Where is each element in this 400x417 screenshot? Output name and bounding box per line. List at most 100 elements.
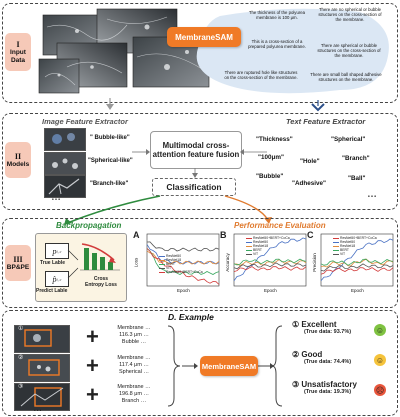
legend-swatch	[159, 263, 165, 265]
example-num-2: ②	[18, 355, 24, 361]
example-ellipsis: • • •	[34, 408, 42, 413]
legend-entry: BERT	[159, 262, 203, 266]
legend-entry: ResNet18	[246, 244, 290, 248]
legend-swatch	[159, 255, 165, 257]
text-ellipsis: • • •	[368, 194, 377, 200]
legend-label: BERT	[166, 262, 175, 267]
result-true-data: (True data: 93.7%)	[304, 329, 352, 335]
result-rank: ③ Unsatisfactory	[292, 380, 357, 389]
label-spherical-like: "Spherical-like"	[88, 158, 133, 164]
spherical-thumbnail	[44, 152, 86, 175]
series-line	[146, 248, 220, 285]
example-text-2: Membrane …117.4 μm …Spherical …	[117, 355, 151, 376]
legend-entry: ResNet50	[333, 240, 377, 244]
kw-thickness: "Thickness"	[256, 136, 293, 143]
legend-label: ResNet50	[253, 240, 269, 245]
result-rank: ② Good	[292, 350, 323, 359]
example-panel	[2, 310, 398, 416]
backpropagation-title: Backpropagation	[56, 221, 122, 230]
legend-swatch	[333, 241, 339, 243]
legend-entry: BERT	[246, 248, 290, 252]
kw-100um: "100μm"	[258, 154, 284, 161]
bubble-thumbnail	[44, 128, 86, 151]
legend-swatch	[159, 259, 165, 261]
legend-swatch	[246, 253, 252, 255]
example-image-2	[14, 354, 70, 382]
legend-entry: ViT	[333, 252, 377, 256]
legend-entry: ResNet50	[246, 240, 290, 244]
section-input-label: I Input Data	[5, 33, 31, 71]
section-models-label: II Models	[5, 142, 31, 178]
performance-title: Performance Evaluation	[234, 221, 326, 230]
legend-swatch	[159, 271, 165, 273]
series-line	[320, 258, 394, 268]
fusion-box: Multimodal cross-attention feature fusio…	[150, 131, 242, 169]
desc-cross-section: This is a cross-section of a prepared po…	[248, 39, 306, 49]
kw-hole: "Hole"	[300, 158, 320, 165]
legend-swatch	[246, 245, 252, 247]
legend-entry: BERT	[333, 248, 377, 252]
label-bubble-like: " Bubble-like"	[90, 135, 130, 141]
series-line	[320, 263, 394, 272]
example-text-3: Membrane …196.8 μm …Branch …	[117, 384, 151, 405]
example-num-1: ①	[18, 326, 24, 332]
sad-face-icon: ☹	[374, 384, 386, 396]
smiley-face-icon: ☺	[374, 324, 386, 336]
example-image-3	[14, 383, 70, 411]
desc-spherical: There are spherical or bubble structures…	[317, 43, 381, 58]
classification-box: Classification	[152, 178, 236, 196]
cross-entropy-label: Cross Entropy Loss	[85, 276, 117, 288]
chart-xlabel: Epoch	[177, 288, 190, 293]
chart-xlabel: Epoch	[351, 288, 364, 293]
example-image-1	[14, 325, 70, 353]
result-true-data: (True data: 19.3%)	[304, 389, 352, 395]
legend-swatch	[333, 245, 339, 247]
image-extractor-title: Image Feature Extractor	[42, 117, 128, 126]
pred-label-box: p̂i, c	[45, 271, 69, 287]
legend-label: BERT	[340, 248, 349, 253]
legend-label: ResNet50+BERT+CoCa	[253, 236, 290, 240]
plus-1: +	[86, 324, 99, 349]
flow-arrows-1	[106, 98, 325, 112]
legend-label: BERT	[253, 248, 262, 253]
true-label-text: True Lable	[40, 260, 66, 266]
chart-ylabel: Precision	[311, 253, 317, 272]
example-flow	[167, 325, 283, 407]
chart-letter: A	[133, 230, 140, 240]
legend-swatch	[246, 249, 252, 251]
desc-ruptured-hole: There are ruptured hole like structures …	[224, 70, 298, 80]
legend-entry: ResNet50+BERT+CoCa	[159, 270, 203, 274]
legend-swatch	[333, 237, 339, 239]
legend-swatch	[159, 267, 165, 269]
legend-entry: ResNet50+BERT+CoCa	[333, 236, 377, 240]
desc-no-spherical: There are no spherical or bubble structu…	[318, 7, 382, 22]
legend-entry: ViT	[246, 252, 290, 256]
membranesam-badge-input: MembraneSAM	[167, 27, 241, 47]
legend-label: ResNet18	[166, 258, 182, 263]
legend-label: ResNet18	[253, 244, 269, 249]
example-num-3: ③	[18, 384, 24, 390]
legend-swatch	[333, 253, 339, 255]
membranesam-badge-example: MembraneSAM	[200, 356, 258, 376]
series-line	[233, 258, 307, 266]
label-branch-like: "Branch-like"	[90, 181, 129, 187]
series-line	[320, 258, 394, 266]
desc-small-ball: There are small ball shaped adhesive str…	[310, 72, 382, 82]
legend-label: ViT	[166, 266, 172, 271]
chart-letter: B	[220, 230, 227, 240]
result-row-1: ① Excellent(True data: 93.7%) ☺	[292, 320, 392, 336]
chart-xlabel: Epoch	[264, 288, 277, 293]
smiley-face-icon: ☺	[374, 354, 386, 366]
series-line	[233, 262, 307, 270]
result-rank: ① Excellent	[292, 320, 337, 329]
legend-entry: ResNet18	[159, 258, 203, 262]
legend-label: ViT	[253, 252, 259, 257]
example-title: D. Example	[168, 312, 214, 322]
